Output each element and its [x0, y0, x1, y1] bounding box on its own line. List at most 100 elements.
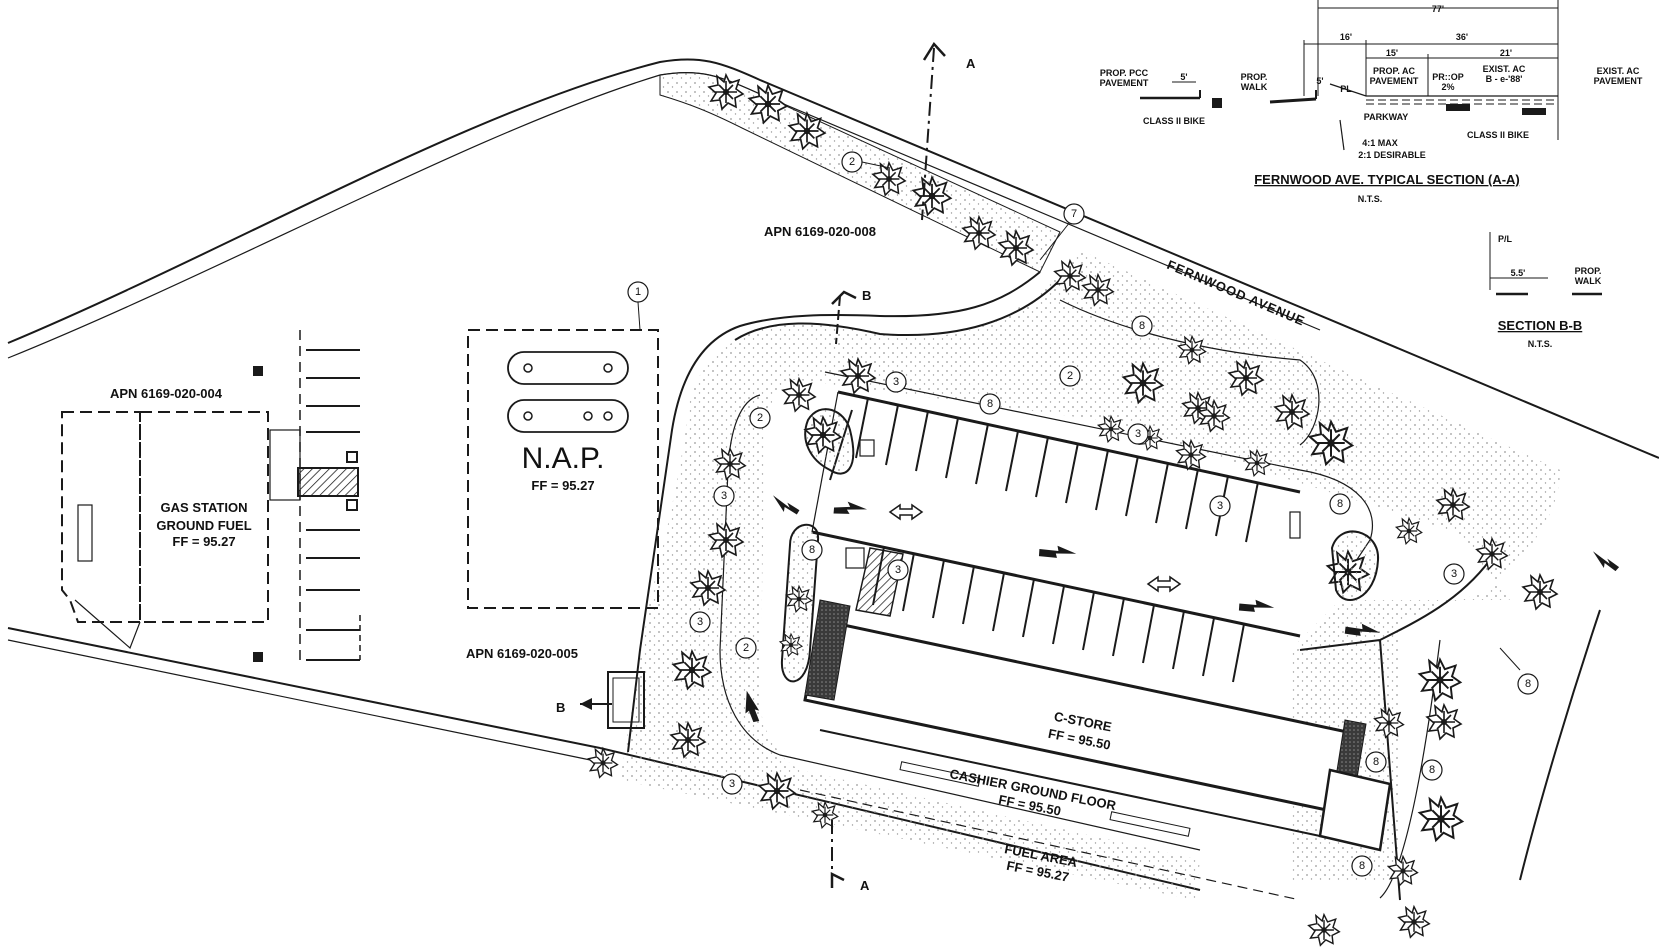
landscape-strip-north	[659, 72, 1061, 273]
svg-text:2: 2	[757, 412, 763, 424]
landscape-islands	[779, 408, 1380, 683]
keynote-8: 8	[801, 539, 823, 561]
svg-text:3: 3	[1135, 428, 1141, 440]
section-aa-detail: 77' 16' 36' 15' 21' 5' 5' PROP. PCC PAVE…	[1100, 0, 1643, 204]
keynote-2: 2	[749, 407, 771, 429]
svg-text:3: 3	[697, 616, 703, 628]
section-bb-scale: N.T.S.	[1528, 339, 1553, 349]
svg-text:PROP.: PROP.	[1575, 266, 1602, 276]
keynote-6: 7	[1039, 203, 1085, 261]
nap-title: N.A.P.	[522, 442, 605, 475]
section-a-marker-top: A	[921, 41, 976, 221]
section-a-marker-bottom: A	[830, 820, 870, 893]
section-b-marker-top: B	[831, 288, 871, 345]
svg-text:8: 8	[1525, 678, 1531, 690]
keynote-3: 3	[887, 559, 909, 581]
svg-text:2: 2	[1067, 370, 1073, 382]
tree-icon	[587, 747, 619, 779]
keynote-3: 3	[1209, 495, 1231, 517]
keynote-8: 8	[1351, 855, 1373, 877]
svg-text:PROP.: PROP.	[1241, 72, 1268, 82]
svg-text:8: 8	[1337, 498, 1343, 510]
svg-text:3: 3	[895, 564, 901, 576]
keynote-8: 8	[979, 393, 1001, 415]
svg-text:2: 2	[743, 642, 749, 654]
section-aa-title: FERNWOOD AVE. TYPICAL SECTION (A-A)	[1254, 172, 1520, 187]
gas-station-ff: FF = 95.27	[172, 534, 235, 549]
svg-text:1: 1	[635, 286, 641, 298]
c-store-building	[799, 599, 1392, 901]
section-a-label-bottom: A	[860, 878, 870, 893]
svg-text:PL: PL	[1340, 84, 1352, 94]
svg-text:WALK: WALK	[1575, 276, 1602, 286]
keynote-3: 3	[713, 485, 735, 507]
tree-icon	[1418, 796, 1464, 842]
svg-text:8: 8	[809, 544, 815, 556]
svg-text:EXIST. AC: EXIST. AC	[1597, 66, 1640, 76]
tree-icon	[1418, 658, 1462, 702]
section-b-marker-left: B	[556, 698, 612, 715]
svg-text:5': 5'	[1180, 72, 1187, 82]
two-way-arrows	[888, 503, 1182, 593]
svg-text:2:1 DESIRABLE: 2:1 DESIRABLE	[1358, 150, 1426, 160]
svg-text:77': 77'	[1432, 4, 1444, 14]
svg-text:3: 3	[729, 778, 735, 790]
section-bb-detail: P/L 5.5' PROP. WALK SECTION B-B N.T.S.	[1489, 232, 1602, 349]
keynote-2: 2	[841, 151, 891, 173]
apn-west-label: APN 6169-020-004	[110, 386, 223, 401]
section-b-label-top: B	[862, 288, 871, 303]
svg-text:PROP. PCC: PROP. PCC	[1100, 68, 1149, 78]
svg-text:PAVEMENT: PAVEMENT	[1370, 76, 1419, 86]
svg-text:8: 8	[1139, 320, 1145, 332]
apn-north-label: APN 6169-020-008	[764, 224, 876, 239]
gas-station-area: GAS STATION GROUND FUEL FF = 95.27	[61, 330, 361, 662]
gas-station-line2: GROUND FUEL	[156, 518, 251, 533]
keynote-3: 3	[721, 773, 743, 795]
svg-text:P/L: P/L	[1498, 234, 1513, 244]
section-aa-scale: N.T.S.	[1358, 194, 1383, 204]
svg-text:36': 36'	[1456, 32, 1468, 42]
svg-text:15': 15'	[1386, 48, 1398, 58]
svg-text:CLASS II BIKE: CLASS II BIKE	[1467, 130, 1529, 140]
section-a-label-top: A	[966, 56, 976, 71]
nap-ff: FF = 95.27	[531, 478, 594, 493]
svg-text:2: 2	[849, 156, 855, 168]
svg-text:3: 3	[893, 376, 899, 388]
keynote-3: 3	[1443, 563, 1465, 585]
svg-text:EXIST. AC: EXIST. AC	[1483, 64, 1526, 74]
svg-text:PR::OP: PR::OP	[1432, 72, 1464, 82]
keynote-1: 1	[627, 281, 649, 331]
apn-south-label: APN 6169-020-005	[466, 646, 578, 661]
tree-icon	[1307, 913, 1341, 947]
tree-icon	[782, 378, 816, 412]
svg-text:PAVEMENT: PAVEMENT	[1100, 78, 1149, 88]
svg-text:21': 21'	[1500, 48, 1512, 58]
parking-stalls-north	[855, 397, 1259, 543]
keynote-2: 2	[1059, 365, 1081, 387]
svg-text:B - e-'88': B - e-'88'	[1486, 74, 1523, 84]
tree-icon	[1522, 574, 1558, 610]
svg-text:5': 5'	[1316, 76, 1323, 86]
svg-text:PAVEMENT: PAVEMENT	[1594, 76, 1643, 86]
section-b-label-left: B	[556, 700, 565, 715]
svg-text:3: 3	[1451, 568, 1457, 580]
svg-text:WALK: WALK	[1241, 82, 1268, 92]
keynote-3: 3	[1127, 423, 1149, 445]
section-bb-title: SECTION B-B	[1498, 318, 1583, 333]
keynote-8: 8	[1421, 759, 1443, 781]
svg-text:16': 16'	[1340, 32, 1352, 42]
svg-text:7: 7	[1071, 208, 1077, 220]
section-b-detail-box	[607, 671, 645, 729]
keynote-8: 8	[1131, 315, 1153, 337]
svg-text:3: 3	[721, 490, 727, 502]
svg-text:5.5': 5.5'	[1511, 268, 1526, 278]
keynote-3: 3	[885, 371, 907, 393]
tree-icon	[1397, 905, 1431, 939]
svg-text:3: 3	[1217, 500, 1223, 512]
svg-text:4:1 MAX: 4:1 MAX	[1362, 138, 1398, 148]
svg-text:2%: 2%	[1441, 82, 1454, 92]
gas-station-line1: GAS STATION	[161, 500, 248, 515]
nap-area: N.A.P. FF = 95.27	[467, 329, 659, 609]
parking-stalls-south	[872, 546, 1245, 683]
